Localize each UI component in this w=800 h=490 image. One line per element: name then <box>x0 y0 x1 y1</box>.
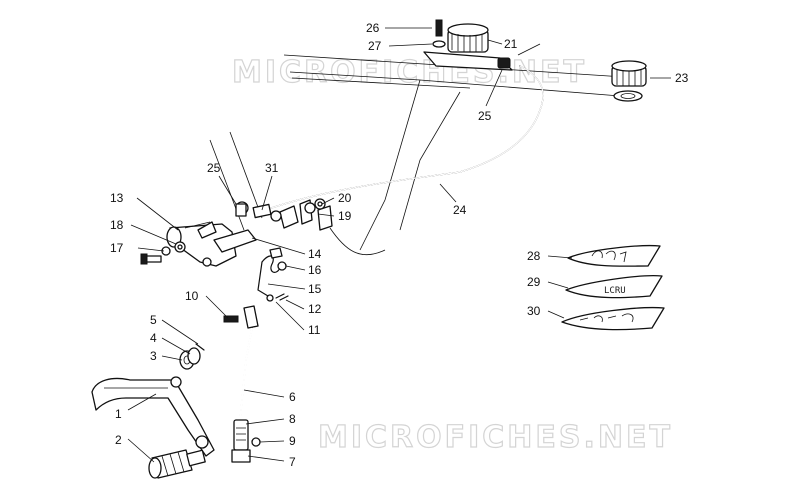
pivot-washers <box>179 343 205 370</box>
callout-27: 27 <box>368 39 382 53</box>
brake-hose-icon <box>252 65 544 219</box>
callout-15: 15 <box>308 282 322 296</box>
callout-5: 5 <box>150 313 157 327</box>
callout-23: 23 <box>675 71 689 85</box>
gasket-kit-icon: LCRU <box>561 244 665 331</box>
hose-fittings <box>270 198 333 231</box>
callout-19: 19 <box>338 209 352 223</box>
callout-24: 24 <box>453 203 467 217</box>
callout-2: 2 <box>115 433 122 447</box>
callout-16: 16 <box>308 263 322 277</box>
callout-17: 17 <box>110 241 124 255</box>
callout-14: 14 <box>308 247 322 261</box>
reservoir-icon <box>423 19 513 71</box>
svg-text:LCRU: LCRU <box>604 286 626 296</box>
callout-20: 20 <box>338 191 352 205</box>
callout-26: 26 <box>366 21 380 35</box>
pushrod-icon <box>223 305 261 463</box>
callout-1: 1 <box>115 407 122 421</box>
callout-9: 9 <box>289 434 296 448</box>
fasteners-left <box>140 241 186 265</box>
callout-13: 13 <box>110 191 124 205</box>
callout-21: 21 <box>504 37 518 51</box>
callout-25-right: 25 <box>478 109 492 123</box>
leader-lines <box>127 27 671 463</box>
callout-4: 4 <box>150 331 157 345</box>
callout-3: 3 <box>150 349 157 363</box>
callout-12: 12 <box>308 302 322 316</box>
watermark-bottom: MICROFICHES.NET <box>318 420 673 455</box>
callout-28: 28 <box>527 249 541 263</box>
pedal-rubber-icon <box>148 449 206 479</box>
callout-25-left: 25 <box>207 161 221 175</box>
callout-8: 8 <box>289 412 296 426</box>
brake-pedal-icon <box>91 376 215 457</box>
callout-7: 7 <box>289 455 296 469</box>
callout-31: 31 <box>265 161 279 175</box>
callout-6: 6 <box>289 390 296 404</box>
reservoir-cap-icon <box>611 60 647 102</box>
frame-outline <box>209 43 641 255</box>
return-spring <box>257 247 289 302</box>
callout-30: 30 <box>527 304 541 318</box>
callout-10: 10 <box>185 289 199 303</box>
callout-18: 18 <box>110 218 124 232</box>
callout-11: 11 <box>308 323 321 337</box>
callout-29: 29 <box>527 275 541 289</box>
master-cylinder-icon <box>166 201 257 267</box>
